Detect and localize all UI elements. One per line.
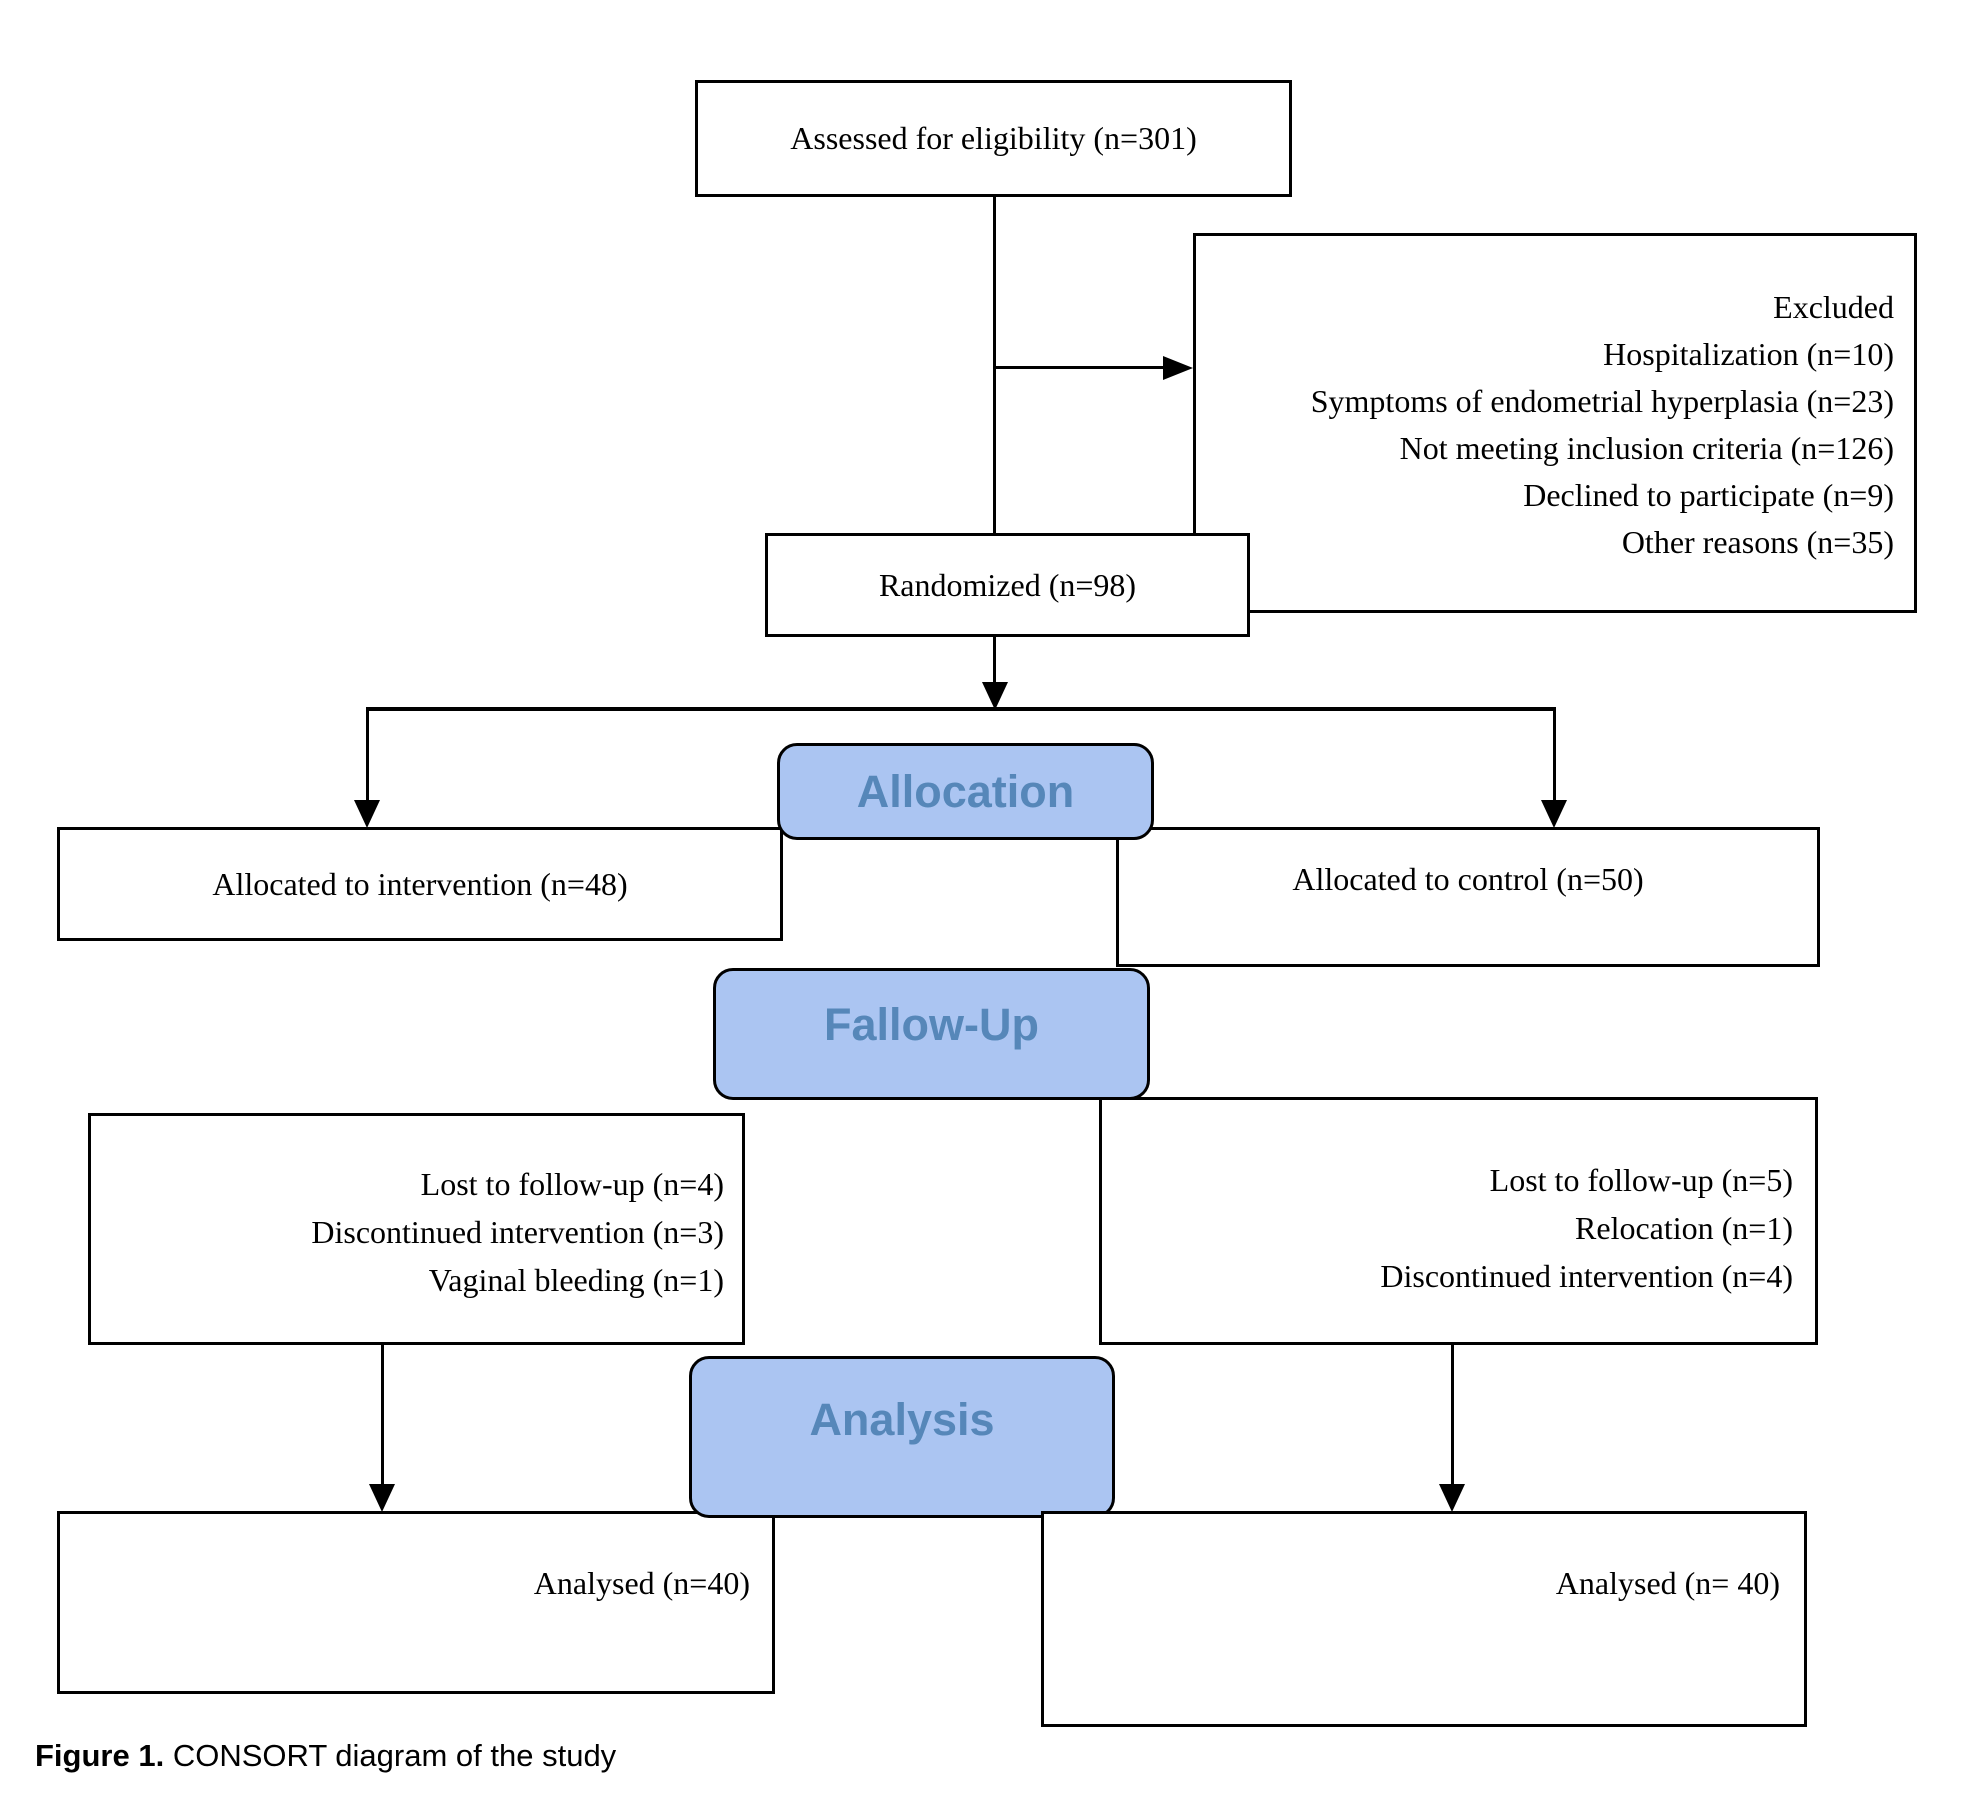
excluded-item: Hospitalization (n=10) [1603,336,1894,372]
arrowhead-down-randomized [982,682,1008,710]
connector-followup-analysed-right [1451,1345,1454,1487]
connector-eligibility-randomized [993,197,996,533]
figure-caption-label: Figure 1. [35,1738,165,1773]
followup-intervention-item: Discontinued intervention (n=3) [311,1214,724,1250]
followup-intervention-box: Lost to follow-up (n=4) Discontinued int… [88,1113,745,1345]
followup-phase-badge: Fallow-Up [713,968,1150,1100]
connector-randomized-split [993,637,996,687]
arrowhead-down-control [1541,800,1567,828]
figure-caption: Figure 1. CONSORT diagram of the study [35,1738,616,1774]
analysed-intervention-box: Analysed (n=40) [57,1511,775,1694]
randomized-box: Randomized (n=98) [765,533,1250,637]
allocated-intervention-label: Allocated to intervention (n=48) [212,865,628,902]
allocated-intervention-box: Allocated to intervention (n=48) [57,827,783,941]
eligibility-label: Assessed for eligibility (n=301) [790,120,1197,156]
excluded-item: Symptoms of endometrial hyperplasia (n=2… [1310,383,1894,419]
arrowhead-down-analysed-right [1439,1484,1465,1512]
excluded-title: Excluded [1773,289,1894,325]
analysis-phase-badge: Analysis [689,1356,1115,1518]
followup-control-box: Lost to follow-up (n=5) Relocation (n=1)… [1099,1097,1818,1345]
randomized-label: Randomized (n=98) [878,566,1137,603]
arrowhead-right-excluded [1163,356,1193,380]
connector-excluded [994,366,1166,369]
connector-split-control [1553,707,1556,803]
arrowhead-down-intervention [354,800,380,828]
excluded-item: Not meeting inclusion criteria (n=126) [1399,430,1894,466]
connector-followup-analysed-left [381,1345,384,1487]
allocation-badge-label: Allocation [856,765,1075,817]
followup-intervention-item: Lost to follow-up (n=4) [420,1166,724,1202]
followup-control-item: Relocation (n=1) [1575,1210,1793,1246]
eligibility-box: Assessed for eligibility (n=301) [695,80,1292,197]
analysed-intervention-label: Analysed (n=40) [533,1565,750,1601]
analysed-control-label: Analysed (n= 40) [1555,1565,1780,1601]
followup-control-item: Discontinued intervention (n=4) [1380,1258,1793,1294]
excluded-item: Declined to participate (n=9) [1523,477,1894,513]
connector-split-intervention [366,707,369,803]
followup-control-item: Lost to follow-up (n=5) [1489,1162,1793,1198]
excluded-box: Excluded Hospitalization (n=10) Symptoms… [1193,233,1917,613]
analysis-badge-label: Analysis [809,1394,995,1445]
followup-badge-label: Fallow-Up [824,999,1039,1050]
figure-caption-text: CONSORT diagram of the study [164,1738,617,1773]
allocated-control-box: Allocated to control (n=50) [1116,827,1820,967]
allocated-control-label: Allocated to control (n=50) [1292,860,1644,897]
arrowhead-down-analysed-left [369,1484,395,1512]
analysed-control-box: Analysed (n= 40) [1041,1511,1807,1727]
allocation-phase-badge: Allocation [777,743,1154,840]
followup-intervention-item: Vaginal bleeding (n=1) [428,1262,724,1298]
excluded-item: Other reasons (n=35) [1621,524,1894,560]
split-line [366,707,1556,711]
